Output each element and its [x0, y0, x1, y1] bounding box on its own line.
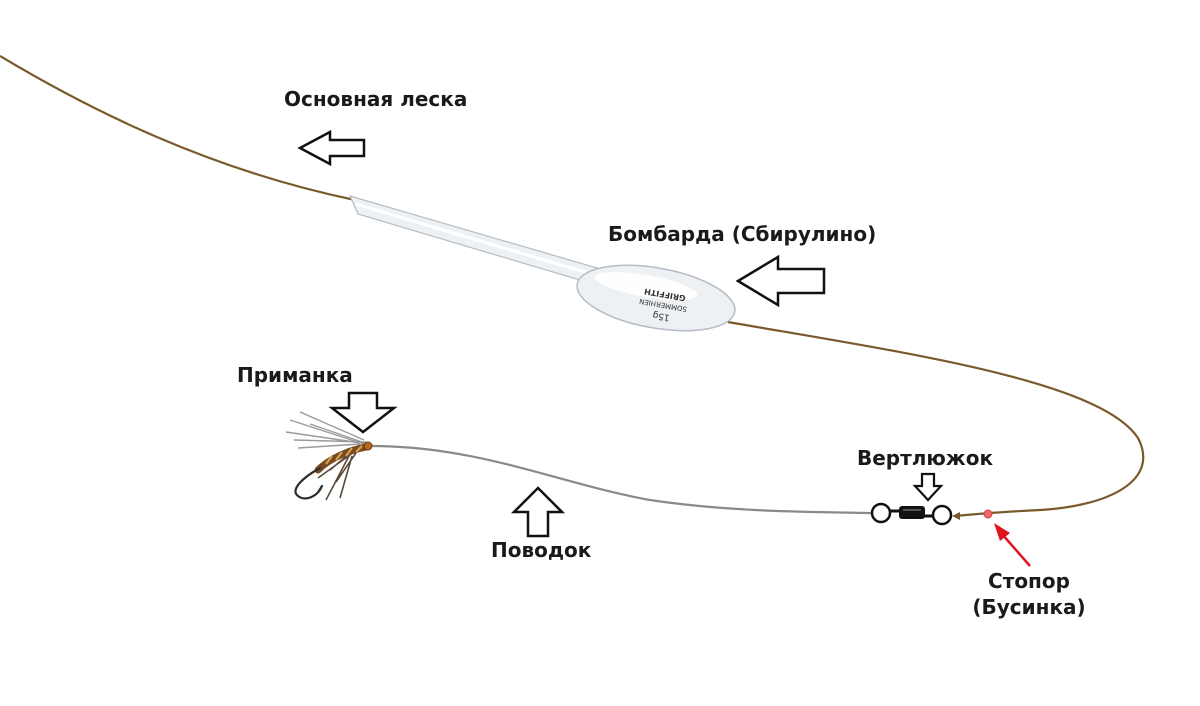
stopper-label-line2: (Бусинка) — [972, 595, 1086, 619]
stopper-label-line1: Стопор — [988, 569, 1070, 593]
up-arrow-icon — [510, 486, 566, 538]
diagonal-arrow-icon — [994, 523, 1031, 567]
main-line-label: Основная леска — [284, 87, 468, 111]
stopper-bead — [952, 509, 993, 520]
swivel-label: Вертлюжок — [857, 446, 994, 470]
left-arrow-icon — [735, 254, 826, 308]
left-arrow-icon — [297, 129, 366, 167]
bombarda-label: Бомбарда (Сбирулино) — [608, 222, 877, 246]
leader-label: Поводок — [491, 538, 592, 562]
lure-label: Приманка — [237, 363, 353, 387]
stopper-label: Стопор (Бусинка) — [966, 568, 1092, 620]
float-marking-line1: 15g — [652, 309, 671, 322]
down-arrow-icon — [912, 472, 944, 502]
main-line — [0, 55, 356, 202]
swivel-icon — [870, 502, 953, 526]
leader-line — [371, 444, 873, 515]
fly-lure-icon — [285, 411, 373, 501]
main-line-lower — [727, 320, 1145, 518]
bombarda-float: 15g SOMMERHIEN GRIFFITH — [348, 195, 736, 332]
down-arrow-icon — [328, 391, 398, 434]
